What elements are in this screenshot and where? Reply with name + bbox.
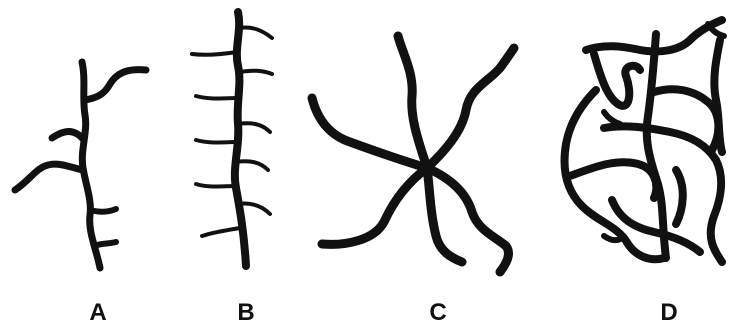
- panel-c-arm: [427, 168, 508, 272]
- panel-b-tooth: [240, 27, 272, 38]
- panel-d-chain: [594, 54, 640, 106]
- panel-c-arm: [322, 168, 427, 244]
- panel-a-branched-polymer: [15, 62, 146, 268]
- panel-b-tooth: [196, 184, 236, 187]
- panel-a-label: A: [78, 300, 118, 326]
- panel-d-chain: [570, 162, 656, 198]
- panel-a-branch: [52, 132, 84, 141]
- panel-b-tooth: [192, 52, 237, 55]
- panel-a-branch: [85, 70, 146, 100]
- panel-b-tooth: [236, 161, 268, 170]
- panel-b-tooth: [196, 140, 237, 143]
- panel-b-label: B: [226, 300, 266, 326]
- panel-a-branch: [94, 242, 116, 246]
- panel-b-tooth: [238, 123, 270, 132]
- panel-a-branch: [90, 209, 116, 212]
- panel-c-star-polymer: [312, 36, 514, 272]
- panel-b-comb-polymer: [192, 12, 272, 266]
- panel-b-tooth: [202, 228, 240, 236]
- panel-c-arm: [398, 36, 427, 168]
- panel-b-tooth: [239, 71, 272, 74]
- panel-d-chain-end: [604, 112, 620, 124]
- panel-c-arm: [427, 48, 514, 168]
- panel-d-label: D: [649, 300, 689, 326]
- panel-d-network-polymer: [565, 20, 724, 262]
- panel-b-tooth: [196, 96, 238, 99]
- panel-d-chain: [676, 170, 683, 224]
- panel-c-label: C: [418, 300, 458, 326]
- panel-d-chain: [647, 34, 666, 258]
- panel-d-chain-end: [604, 236, 622, 240]
- panel-d-chain: [714, 40, 722, 152]
- panel-a-branch: [15, 164, 83, 190]
